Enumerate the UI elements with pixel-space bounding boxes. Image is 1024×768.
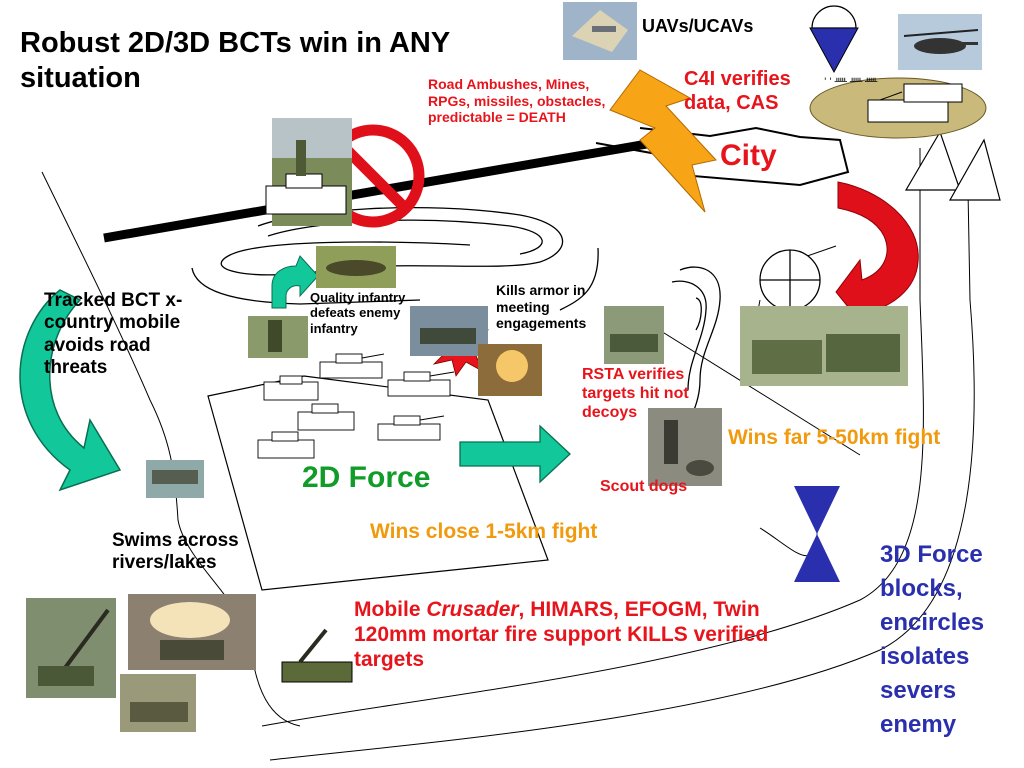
tank-outline xyxy=(297,403,355,431)
lightning-bolt xyxy=(609,69,717,213)
tank-outline xyxy=(263,375,319,401)
label-road-threats: Road Ambushes, Mines, RPGs, missiles, ob… xyxy=(428,76,606,126)
label-wins-far: Wins far 5-50km fight xyxy=(728,426,941,449)
tank-outline xyxy=(387,371,455,397)
arrowhead-3d-right xyxy=(948,138,1001,201)
tank-outline xyxy=(319,353,385,379)
photo-armored-column xyxy=(740,306,908,386)
label-c4i: C4I verifies data, CAS xyxy=(684,68,791,114)
teal-straight-arrow xyxy=(459,424,571,484)
fire-support-crusader: Crusader xyxy=(426,598,519,621)
photo-city-armor-island: ' ' ᚊ ᚊ ᚊ xyxy=(809,77,987,139)
photo-scout-dogs xyxy=(648,408,722,486)
label-scout-dogs: Scout dogs xyxy=(600,478,688,495)
page-title: Robust 2D/3D BCTs win in ANY situation xyxy=(20,27,450,94)
label-wins-close: Wins close 1-5km fight xyxy=(370,520,598,543)
photo-mortar-vehicle xyxy=(272,624,358,696)
label-swims: Swims across rivers/lakes xyxy=(112,530,239,574)
svg-text:' ' ᚊ ᚊ ᚊ: ' ' ᚊ ᚊ ᚊ xyxy=(824,77,878,87)
trail-outlines xyxy=(191,206,721,451)
connector-scout xyxy=(759,527,811,557)
arrowhead-3d-left xyxy=(904,130,961,191)
tank-outline xyxy=(377,415,445,441)
force-3d-paths xyxy=(261,148,975,761)
photo-rocket-launch xyxy=(128,594,256,670)
force-3d-arrowheads xyxy=(904,130,1001,201)
photo-tank-soldier xyxy=(265,118,352,226)
label-3d-force: 3D Force blocks, encircles isolates seve… xyxy=(880,541,985,739)
photo-himars-truck xyxy=(120,674,196,732)
photo-infantry-prone xyxy=(316,246,396,288)
photo-infantry-soldier xyxy=(248,316,308,358)
photo-artillery xyxy=(26,598,116,698)
label-kills-armor: Kills armor in meeting engagements xyxy=(496,282,587,332)
photo-explosion xyxy=(478,344,542,396)
label-quality-infantry: Quality infantry defeats enemy infantry xyxy=(310,290,406,336)
tank-outline xyxy=(257,431,315,459)
label-city: City xyxy=(720,139,777,172)
crosshair-symbol xyxy=(759,249,821,311)
uav-drop-symbol xyxy=(809,5,859,74)
label-uavs: UAVs/UCAVs xyxy=(642,16,754,36)
label-rsta: RSTA verifies targets hit not decoys xyxy=(582,366,689,421)
label-2d-force: 2D Force xyxy=(302,461,431,494)
tank-outlines xyxy=(257,353,455,459)
label-fire-support: Mobile Crusader, HIMARS, EFOGM, Twin 120… xyxy=(354,598,774,672)
photo-swimming-vehicle xyxy=(146,460,204,498)
photo-tank-meeting xyxy=(410,306,488,356)
fire-support-prefix: Mobile xyxy=(354,598,427,621)
teal-hook-arrow xyxy=(271,255,319,309)
label-tracked-bct: Tracked BCT x-country mobile avoids road… xyxy=(44,290,183,379)
teal-curved-arrow xyxy=(19,289,122,492)
photo-helicopter xyxy=(898,14,982,70)
photo-rsta-vehicle xyxy=(604,306,664,364)
fire-support-rest: , HIMARS, EFOGM, Twin 120mm mortar fire … xyxy=(354,598,769,671)
connector-rsta xyxy=(639,317,861,456)
photo-uav-aircraft xyxy=(563,2,637,60)
